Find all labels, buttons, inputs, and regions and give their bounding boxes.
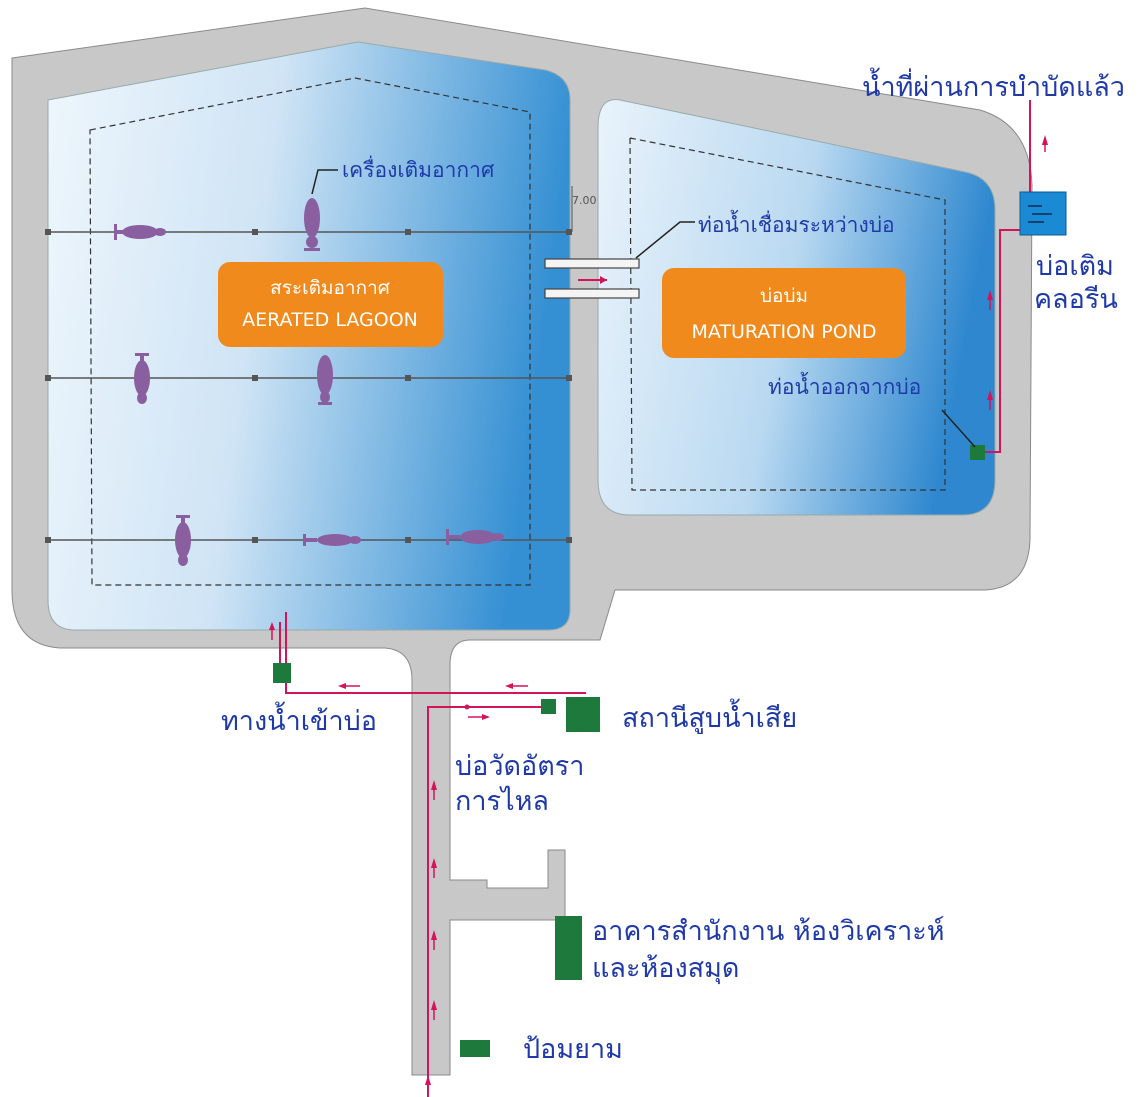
inlet-flow [269,612,586,694]
aerator-icon [303,534,361,546]
aerator-icons [114,198,504,566]
pump-station-label: สถานีสูบน้ำเสีย [622,698,797,734]
maturation-pond-boundary [629,137,946,491]
maturation-pond-thai: บ่อบ่ม [760,285,808,307]
connecting-pipes [544,221,695,299]
aerator-icon [304,198,320,251]
chlorine-tank [1019,191,1067,236]
maturation-pond-english: MATURATION POND [691,321,876,343]
sewer-flow [425,704,548,1097]
outlet-flow [985,100,1048,453]
aerated-lagoon-thai: สระเติมอากาศ [270,277,390,299]
office-label-2: และห้องสมุด [592,953,739,985]
flow-meter-label-1: บ่อวัดอัตรา [455,751,584,782]
aerated-lagoon-boundary [89,77,531,586]
dimension-text: 7.00 [572,194,597,207]
chlorine-tank-label-1: บ่อเติม [1036,251,1114,282]
flow-meter-box [541,699,556,714]
inlet-box [273,663,291,683]
chlorine-tank-label-2: คลอรีน [1034,284,1118,315]
aerator-label: เครื่องเติมอากาศ [342,155,495,182]
flow-meter-label-2: การไหล [455,786,549,817]
aerator-icon [114,224,166,240]
aerated-lagoon-label: สระเติมอากาศ AERATED LAGOON [218,262,443,347]
treated-water-label: น้ำที่ผ่านการบำบัดแล้ว [862,67,1125,103]
pump-station-box [566,697,600,732]
inlet-label: ทางน้ำเข้าบ่อ [221,701,377,737]
aerator-icon [175,515,191,566]
guard-house [460,1040,490,1057]
aerator-icon [134,353,150,404]
guard-house-label: ป้อมยาม [523,1034,623,1065]
maturation-pond-label: บ่อบ่ม MATURATION POND [662,268,906,358]
aerated-lagoon-english: AERATED LAGOON [242,309,418,331]
aerator-icon [317,355,333,405]
outlet-pipe-label: ท่อน้ำออกจากบ่อ [768,372,921,399]
office-building [555,916,582,980]
aerator-icon [446,529,504,545]
outlet-box [970,445,985,460]
office-label-1: อาคารสำนักงาน ห้องวิเคราะห์ [592,915,945,947]
connecting-pipe-label: ท่อน้ำเชื่อมระหว่างบ่อ [698,210,895,237]
